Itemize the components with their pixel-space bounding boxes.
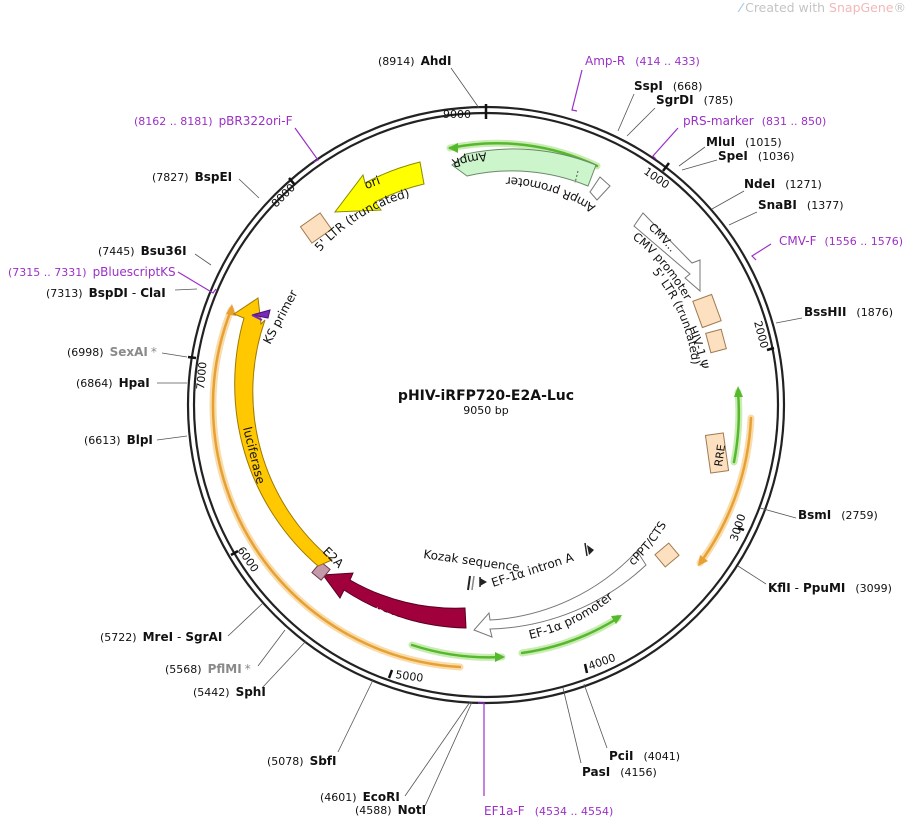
site-noti: (4588)NotI <box>355 803 426 817</box>
ef1a-strand-right <box>520 616 620 655</box>
orange-strand-left <box>211 308 462 669</box>
site-bspei: (7827)BspEI <box>152 170 232 184</box>
kozak-ef1a-intron-markers <box>467 542 594 591</box>
ks-primer-arrow <box>251 309 271 319</box>
cppt-box <box>654 542 680 568</box>
luciferase-label: luciferase <box>240 425 268 485</box>
site-bspdi-clai: (7313)BspDI-ClaI <box>46 286 166 300</box>
ef1a-strand-left-arrow <box>495 652 505 662</box>
site-ndei: NdeI(1271) <box>744 177 822 191</box>
tick-5000 <box>387 669 394 679</box>
site-sspi: SspI(668) <box>634 79 702 93</box>
hiv-psi-box <box>705 328 727 354</box>
site-sphi: (5442)SphI <box>193 685 266 699</box>
site-pcii: PciI(4041) <box>609 749 680 763</box>
site-leaders <box>156 67 803 807</box>
orange-strand-right-arrow <box>698 555 708 566</box>
tick-1000 <box>662 162 670 172</box>
site-bsmi: BsmI(2759) <box>798 508 878 522</box>
e2a-box <box>311 561 331 581</box>
tick-4000 <box>583 663 589 674</box>
ampr-strand-arrow <box>448 143 458 153</box>
site-sgrdi: SgrDI(785) <box>656 93 733 107</box>
features <box>232 148 730 638</box>
tick-label-4000: 4000 <box>587 651 618 673</box>
site-blpi: (6613)BlpI <box>84 433 153 447</box>
site-mrei-sgrai: (5722)MreI-SgrAI <box>100 630 222 644</box>
ampr-promoter-arrow <box>589 176 611 201</box>
kozak-label: Kozak sequence <box>423 547 521 574</box>
strand-arcs <box>209 139 755 671</box>
primer-pbr322ori-f: (8162 .. 8181)pBR322ori-F <box>134 114 293 128</box>
tick-7000 <box>187 355 197 360</box>
rre-strand-arrow <box>734 386 743 397</box>
tick-label-2000: 2000 <box>751 319 771 349</box>
site-hpai: (6864)HpaI <box>76 376 150 390</box>
site-snabi: SnaBI(1377) <box>758 198 843 212</box>
ef1a-promoter-feature <box>473 550 647 638</box>
plasmid-title: pHIV-iRFP720-E2A-Luc 9050 bp <box>398 388 574 417</box>
tick-label-9000: 9000 <box>443 108 471 121</box>
ori-label: ori <box>362 173 382 192</box>
rre-box <box>704 432 730 474</box>
site-bsshii: BssHII(1876) <box>804 305 893 319</box>
ltr-right-box <box>692 293 722 329</box>
ltr-left-box <box>299 212 333 244</box>
primer-amp-r: Amp-R(414 .. 433) <box>585 54 700 68</box>
snapgene-logo-icon: ⁄ <box>740 0 743 15</box>
ampr-feature <box>451 148 597 187</box>
luciferase-feature <box>232 297 333 567</box>
site-sbfi: (5078)SbfI <box>267 754 337 768</box>
site-spei: SpeI(1036) <box>718 149 794 163</box>
tick-marks <box>187 104 775 679</box>
tick-8000 <box>288 177 296 186</box>
primer-cmv-f: CMV-F(1556 .. 1576) <box>779 234 903 248</box>
site-mlui: MluI(1015) <box>706 135 782 149</box>
primer-prs-marker: pRS-marker(831 .. 850) <box>683 114 826 128</box>
tick-6000 <box>230 549 239 557</box>
site-kfli-ppumi: KflI-PpuMI(3099) <box>768 581 892 595</box>
site-ecori: (4601)EcoRI <box>320 790 400 804</box>
ef1a-strand-right-arrow <box>611 615 622 624</box>
ks-primer-line <box>251 314 263 321</box>
site-sexai: (6998)SexAI* <box>67 345 157 359</box>
site-bsu36i: (7445)Bsu36I <box>98 244 187 258</box>
ori-feature <box>333 161 425 213</box>
rre-label: RRE <box>712 444 728 468</box>
tick-label-5000: 5000 <box>395 668 425 685</box>
enzyme-site-labels: (8914)AhdI SspI(668) SgrDI(785) MluI(101… <box>46 54 893 817</box>
tick-label-7000: 7000 <box>194 361 209 390</box>
plasmid-length: 9050 bp <box>463 404 508 417</box>
site-pasi: PasI(4156) <box>582 765 657 779</box>
snapgene-watermark: ⁄Created with SnapGene® <box>740 0 906 15</box>
tick-2000 <box>766 346 775 352</box>
site-ahdi: (8914)AhdI <box>378 54 451 68</box>
site-pflmi: (5568)PflMI* <box>165 662 251 676</box>
tick-3000 <box>737 526 745 532</box>
primer-markers <box>177 69 772 796</box>
orange-strand-left-arrow <box>226 304 236 316</box>
cmv-enhancer-feature <box>633 212 701 293</box>
primer-pbluescriptks: (7315 .. 7331)pBluescriptKS <box>8 265 176 279</box>
plasmid-name: pHIV-iRFP720-E2A-Luc <box>398 388 574 404</box>
primer-labels: Amp-R(414 .. 433) pRS-marker(831 .. 850)… <box>8 54 903 818</box>
orange-strand-right <box>698 416 753 565</box>
primer-ef1a-f: EF1a-F(4534 .. 4554) <box>484 804 613 818</box>
